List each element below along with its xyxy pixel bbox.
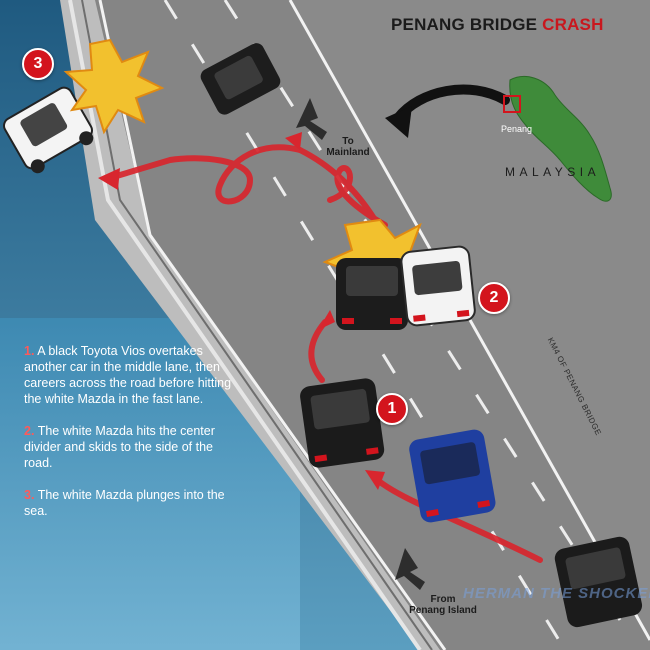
locator-arrow-head — [385, 106, 412, 138]
step-2-num: 2. — [24, 424, 35, 438]
step-3-text: 3. The white Mazda plunges into the sea. — [24, 487, 239, 519]
white-mazda-hit — [400, 245, 476, 327]
title-accent: CRASH — [542, 15, 604, 34]
direction-arrow-from-island — [395, 548, 425, 590]
step-marker-2: 2 — [478, 282, 510, 314]
from-island-label: From Penang Island — [398, 594, 488, 616]
penang-map-label: Penang — [501, 124, 533, 134]
to-mainland-label: To Mainland — [318, 136, 378, 158]
step-marker-3: 3 — [22, 48, 54, 80]
country-label: MALAYSIA — [505, 165, 601, 179]
step-2-text: 2. The white Mazda hits the center divid… — [24, 423, 239, 471]
step-marker-1: 1 — [376, 393, 408, 425]
direction-arrow-to-mainland — [296, 98, 327, 140]
impact-burst — [63, 38, 165, 135]
title-main: PENANG BRIDGE — [391, 15, 538, 34]
to-mainland-line1: To — [342, 136, 354, 147]
black-toyota-vios-overtaking — [300, 378, 385, 468]
step-1-body: A black Toyota Vios overtakes another ca… — [24, 344, 232, 406]
malaysia-map — [509, 76, 612, 202]
penang-locator-box — [503, 95, 521, 113]
to-mainland-line2: Mainland — [326, 147, 370, 158]
step-1-text: 1. A black Toyota Vios overtakes another… — [24, 343, 239, 407]
blue-car-middle-lane — [409, 429, 496, 523]
from-island-line1: From — [430, 594, 456, 605]
black-car-rear — [554, 536, 643, 628]
black-car-ahead — [200, 43, 281, 115]
step-3-num: 3. — [24, 488, 35, 502]
crash-description: 1. A black Toyota Vios overtakes another… — [24, 343, 239, 535]
arrow-heads — [98, 132, 385, 490]
watermark: HERMAN THE SHOCKER — [463, 585, 650, 602]
step-3-body: The white Mazda plunges into the sea. — [24, 488, 225, 518]
step-2-body: The white Mazda hits the center divider … — [24, 424, 215, 470]
from-island-line2: Penang Island — [409, 605, 477, 616]
black-toyota-vios-crashing — [336, 258, 408, 330]
page-title: PENANG BRIDGE CRASH — [391, 15, 604, 35]
step-1-num: 1. — [24, 344, 35, 358]
barrier-line — [68, 0, 422, 650]
